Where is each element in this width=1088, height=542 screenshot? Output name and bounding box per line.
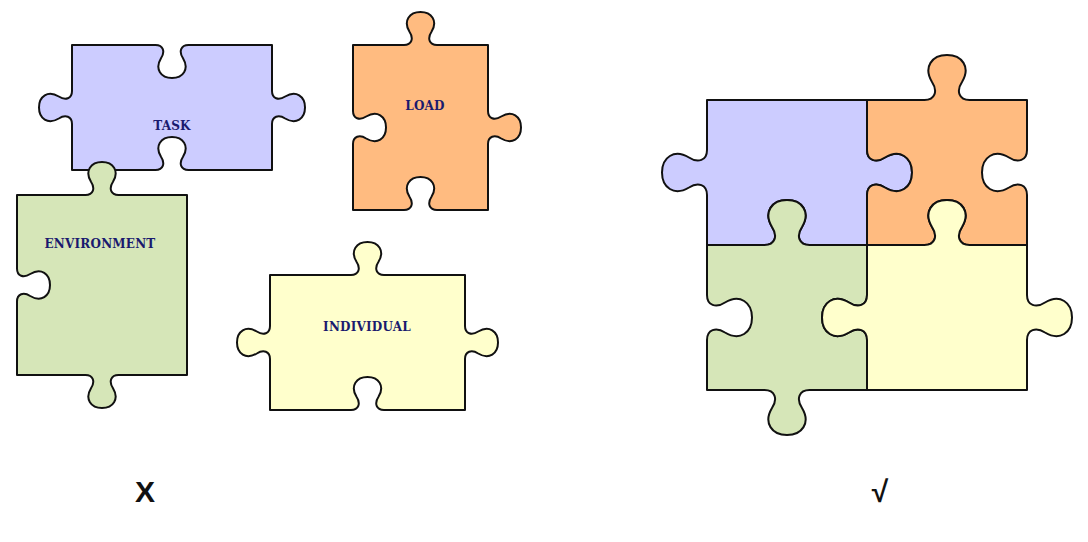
puzzle-piece: INDIVIDUAL (232, 238, 502, 413)
piece-label: ENVIRONMENT (45, 237, 156, 251)
piece-shape (237, 242, 498, 410)
right-mark: √ (872, 475, 888, 508)
piece-label: INDIVIDUAL (323, 320, 411, 334)
puzzle-piece: TASK (30, 40, 315, 175)
label-holder: √ (872, 475, 888, 509)
puzzle-piece (822, 200, 1072, 390)
puzzle-piece: LOAD (345, 5, 530, 220)
puzzle-piece: ENVIRONMENT (12, 155, 192, 413)
piece-shape (353, 12, 521, 210)
piece-label: TASK (153, 119, 190, 133)
label-holder: INDIVIDUAL (323, 317, 411, 335)
piece-shape (39, 45, 305, 170)
label-holder: X (135, 475, 155, 509)
label-holder: ENVIRONMENT (45, 234, 156, 252)
label-holder: LOAD (405, 96, 444, 114)
label-holder: TASK (153, 116, 190, 134)
piece-outline (12, 155, 192, 413)
wrong-mark: X (135, 475, 155, 508)
piece-shape (17, 162, 187, 408)
piece-outline (30, 40, 315, 175)
piece-label: LOAD (405, 99, 444, 113)
